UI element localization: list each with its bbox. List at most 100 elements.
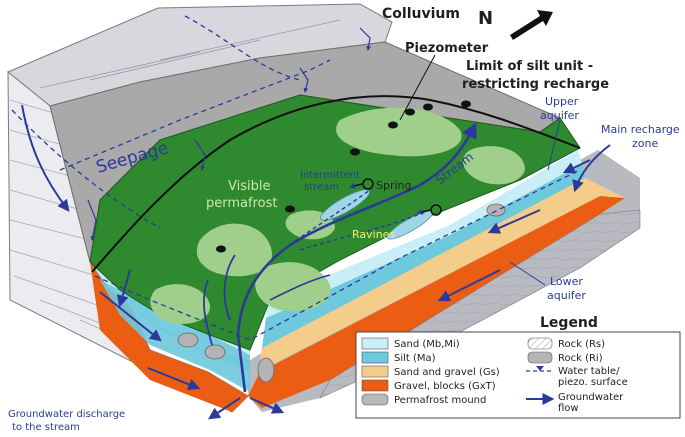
seepage-arrow-4: [359, 27, 371, 51]
gw-flow-arrow-1: [99, 291, 162, 342]
label-piezometer: Piezometer: [405, 41, 489, 56]
legend-label-gw-flow-2: flow: [558, 403, 579, 414]
label-main-recharge-2: zone: [632, 137, 658, 150]
legend-label-sand: Sand (Mb,Mi): [394, 339, 460, 350]
main-stream: [236, 122, 477, 393]
tributary-3: [269, 274, 331, 301]
legend-title: Legend: [540, 315, 598, 331]
piezometer-1: [388, 121, 398, 129]
legend-swatch-rock-rs: [527, 337, 553, 350]
upper-aquifer-pointer: [547, 119, 561, 171]
legend-label-rock-rs: Rock (Rs): [558, 339, 605, 350]
intermittent-stream-line: [289, 189, 371, 246]
piezometer-5: [350, 148, 360, 156]
label-discharge-2: to the stream: [12, 422, 80, 433]
tributary-1: [203, 279, 213, 346]
permafrost-patch-1: [196, 223, 272, 277]
permafrost-patch-4: [336, 107, 462, 157]
gw-flow-left-arrow: [21, 104, 70, 212]
seepage-line-2: [59, 59, 331, 171]
label-intermittent-2: stream: [304, 182, 339, 193]
piezometer-2: [405, 108, 415, 116]
legend-swatch-rock-ri: [527, 351, 553, 364]
silt-limit-line: [91, 95, 581, 273]
legend-swatch-silt: [361, 351, 389, 364]
legend-label-permafrost: Permafrost mound: [394, 395, 486, 406]
spring-1-arrow: [348, 182, 363, 189]
rock-ri-mound-4: [486, 203, 506, 217]
gw-flow-arrow-3: [208, 397, 241, 420]
label-colluvium: Colluvium: [382, 6, 460, 22]
label-visible-permafrost-2: permafrost: [206, 196, 277, 211]
layer-gravel-right: [248, 196, 625, 408]
seepage-arrow-2: [194, 139, 206, 171]
legend-swatch-sand: [361, 337, 389, 350]
legend-water-table-marker: [536, 366, 544, 371]
piezometer-pointer: [399, 54, 436, 121]
seepage-arrow-1: [87, 199, 97, 241]
label-north: N: [478, 8, 493, 29]
layer-sand-gravel-right: [258, 178, 625, 372]
silt-front-fill: [100, 280, 250, 392]
gw-flow-arrow-7: [562, 159, 591, 174]
permafrost-patch-2: [255, 262, 331, 312]
legend: Legend Sand (Mb,Mi) Silt (Ma) Sand and g…: [355, 315, 681, 419]
water-table-line: [94, 169, 581, 341]
legend-label-gw-flow-1: Groundwater: [558, 392, 624, 403]
legend-label-water-table-2: piezo. surface: [558, 377, 628, 388]
legend-label-silt: Silt (Ma): [394, 353, 436, 364]
label-intermittent-1: Intermittent: [300, 170, 360, 181]
spring-2-arrow: [416, 208, 431, 215]
spring-1: [362, 178, 374, 190]
seepage-line-1: [11, 109, 161, 229]
piezometer-7: [216, 245, 226, 253]
label-lower-aquifer-1: Lower: [550, 275, 583, 288]
label-lower-aquifer-2: aquifer: [547, 289, 586, 302]
label-discharge-1: Groundwater discharge: [8, 409, 125, 420]
spring-2: [430, 204, 442, 216]
piezometer-6: [285, 205, 295, 213]
label-limit-1: Limit of silt unit -: [466, 59, 593, 74]
rock-ridge-lines: [39, 19, 341, 89]
permafrost-patch-5: [463, 146, 525, 185]
legend-box: [355, 331, 681, 419]
label-upper-aquifer-1: Upper: [545, 95, 579, 108]
legend-label-sand-gravel: Sand and gravel (Gs): [394, 367, 500, 378]
layer-sand-right: [266, 150, 582, 318]
legend-label-rock-ri: Rock (Ri): [558, 353, 603, 364]
gw-flow-arrow-6: [487, 209, 541, 234]
ravine-stream-line: [299, 211, 426, 251]
seepage-line-3: [184, 15, 301, 81]
lower-aquifer-pointer: [509, 261, 546, 286]
legend-label-water-table-1: Water table/: [558, 366, 620, 377]
label-visible-permafrost-1: Visible: [228, 179, 270, 194]
gw-flow-arrow-5: [437, 269, 501, 302]
legend-swatch-permafrost: [361, 393, 389, 406]
gw-flow-arrow-4: [249, 397, 285, 414]
permafrost-patch-3: [150, 284, 211, 325]
piezometer-4: [461, 100, 471, 108]
label-upper-aquifer-2: aquifer: [540, 109, 579, 122]
main-recharge-arrow: [572, 144, 611, 193]
rock-ri-mound-2: [204, 344, 226, 360]
label-spring: Spring: [376, 179, 412, 192]
seepage-arrow-3: [299, 67, 309, 93]
label-main-recharge-1: Main recharge: [601, 123, 680, 136]
rock-ri-mound-3: [257, 357, 275, 383]
tributary-2: [223, 254, 236, 321]
label-limit-2: restricting recharge: [462, 77, 609, 92]
legend-label-gravel: Gravel, blocks (GxT): [394, 381, 496, 392]
layer-gravel-left: [90, 262, 248, 412]
gw-flow-arrow-2: [147, 367, 201, 391]
gw-flow-arrow-8: [116, 269, 131, 308]
legend-swatch-sand-gravel: [361, 365, 389, 378]
rock-ri-mound-1: [177, 332, 199, 348]
ravine-2: [386, 210, 434, 240]
north-arrow-icon: [510, 10, 553, 40]
piezometer-3: [423, 103, 433, 111]
legend-swatch-gravel: [361, 379, 389, 392]
label-ravines: Ravines: [352, 228, 395, 241]
ravine-1: [320, 189, 370, 221]
